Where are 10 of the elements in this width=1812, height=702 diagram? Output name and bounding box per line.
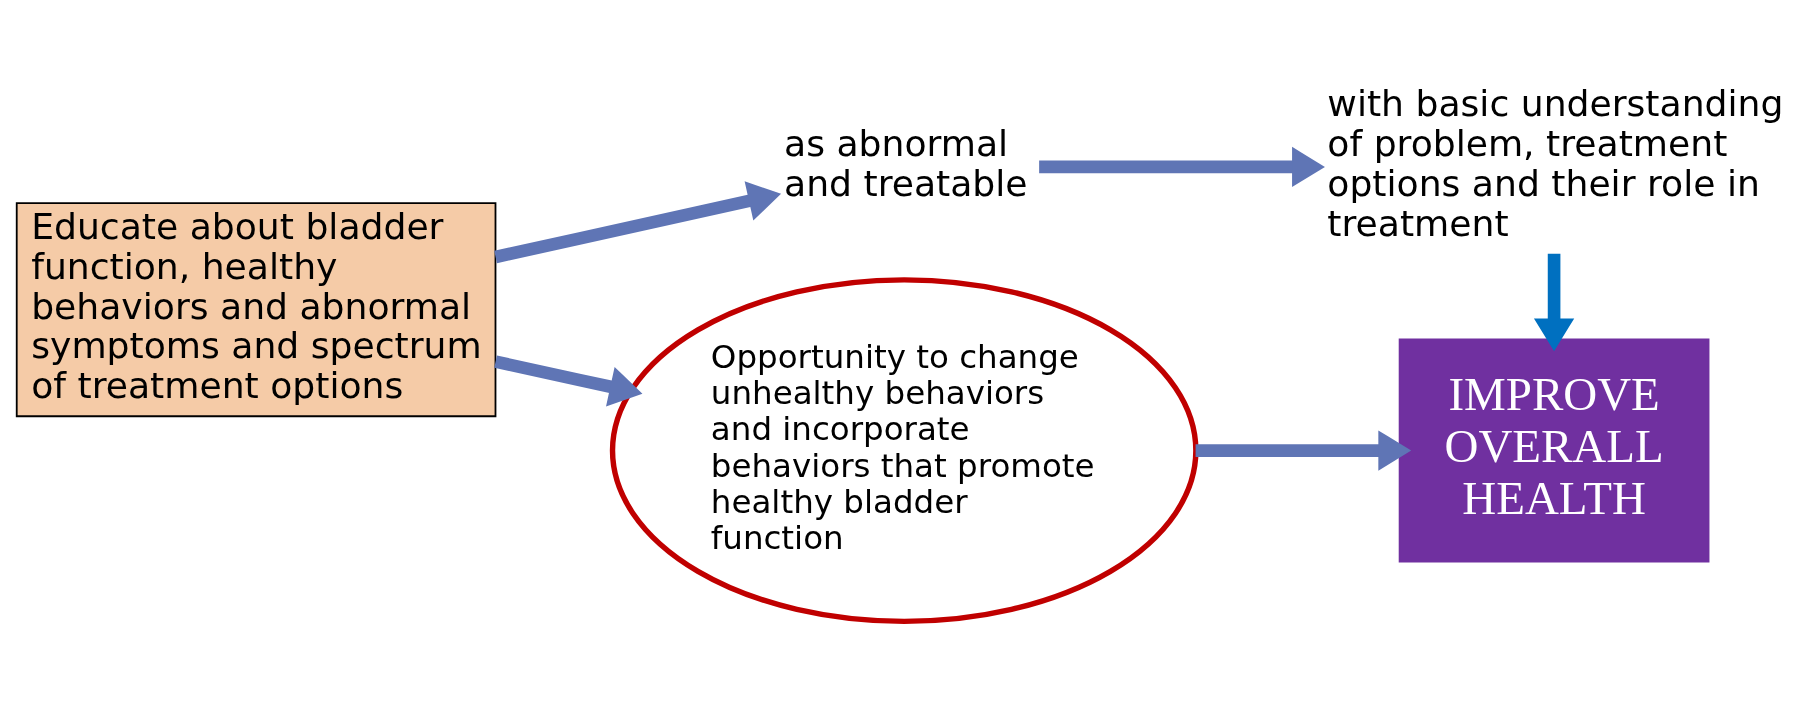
node-ellipse: Opportunity to change unhealthy behaviors and incorporate behaviors that promote healthy bladder function: [609, 277, 1199, 625]
node-box: IMPROVE OVERALL HEALTH: [1398, 338, 1710, 563]
arrow: [494, 181, 782, 264]
node-box: Educate about bladder function, healthy behaviors and abnormal symptoms and spectrum of treatment options: [15, 202, 497, 418]
node-text: with basic understanding of problem, treatment options and their role in treatment: [1327, 82, 1784, 245]
arrow: [494, 355, 643, 407]
arrow: [1533, 253, 1575, 352]
node-text: as abnormal and treatable: [784, 122, 1028, 205]
arrow: [1039, 146, 1325, 188]
arrow: [1195, 430, 1412, 471]
